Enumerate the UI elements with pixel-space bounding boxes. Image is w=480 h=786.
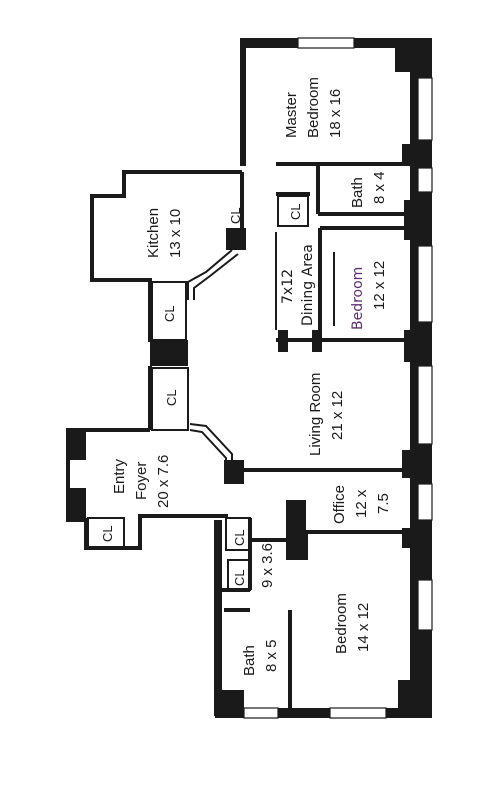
room-bedroom-middle: Bedroom 12 x 12 <box>333 252 388 330</box>
bath-bottom-dims: 8 x 5 <box>263 639 280 672</box>
office-dims-line2: 7.5 <box>375 493 392 514</box>
bedroom-middle-label: Bedroom <box>350 267 366 330</box>
room-entry-foyer: Entry Foyer 20 x 7.6 <box>111 455 172 508</box>
dining-area-label: Dining Area <box>300 244 316 326</box>
room-kitchen: Kitchen 13 x 10 <box>145 208 184 258</box>
closet-hall-1-label: CL <box>162 305 177 322</box>
bath-top-label: Bath <box>349 177 366 208</box>
dining-area-dims: 7x12 <box>280 269 296 304</box>
master-bedroom-label-line1: Master <box>283 92 300 138</box>
hall-closet-a-label: CL <box>232 529 247 546</box>
room-dining-area: 7x12 Dining Area <box>280 244 316 326</box>
kitchen-label: Kitchen <box>145 208 162 258</box>
office-dims-line1: 12 x <box>353 489 370 518</box>
hall-dims: 9 x 3.6 <box>259 543 276 588</box>
closet-kitchen-label: CL <box>228 207 243 224</box>
bedroom-middle-dims: 12 x 12 <box>371 261 388 310</box>
room-master-bedroom: Master Bedroom 18 x 16 <box>283 77 344 138</box>
living-room-label: Living Room <box>307 373 324 456</box>
bedroom-bottom-dims: 14 x 12 <box>355 603 372 652</box>
entry-foyer-label-line2: Foyer <box>133 462 150 500</box>
entry-foyer-dims: 20 x 7.6 <box>155 455 172 508</box>
room-bedroom-bottom: Bedroom 14 x 12 <box>333 593 372 654</box>
room-office: Office 12 x 7.5 <box>331 485 392 524</box>
room-bath-bottom: Bath 8 x 5 <box>241 639 280 676</box>
living-room-dims: 21 x 12 <box>329 391 346 440</box>
master-bedroom-dims: 18 x 16 <box>327 89 344 138</box>
closet-bath-top-label: CL <box>288 203 303 220</box>
wall-corner-blocks <box>66 48 428 710</box>
office-label: Office <box>331 485 348 524</box>
bath-bottom-label: Bath <box>241 645 258 676</box>
kitchen-dims: 13 x 10 <box>167 209 184 258</box>
room-living-room: Living Room 21 x 12 <box>307 373 346 456</box>
hall-closet-b-label: CL <box>232 569 247 586</box>
master-bedroom-label-line2: Bedroom <box>305 77 322 138</box>
interior-walls <box>66 162 412 708</box>
closet-hall-2-label: CL <box>164 389 179 406</box>
entry-foyer-label-line1: Entry <box>111 458 128 494</box>
windows <box>243 37 433 719</box>
bedroom-bottom-label: Bedroom <box>333 593 350 654</box>
room-bath-top: Bath 8 x 4 <box>349 171 388 208</box>
closet-entry-label: CL <box>100 525 115 542</box>
bath-top-dims: 8 x 4 <box>371 171 388 204</box>
